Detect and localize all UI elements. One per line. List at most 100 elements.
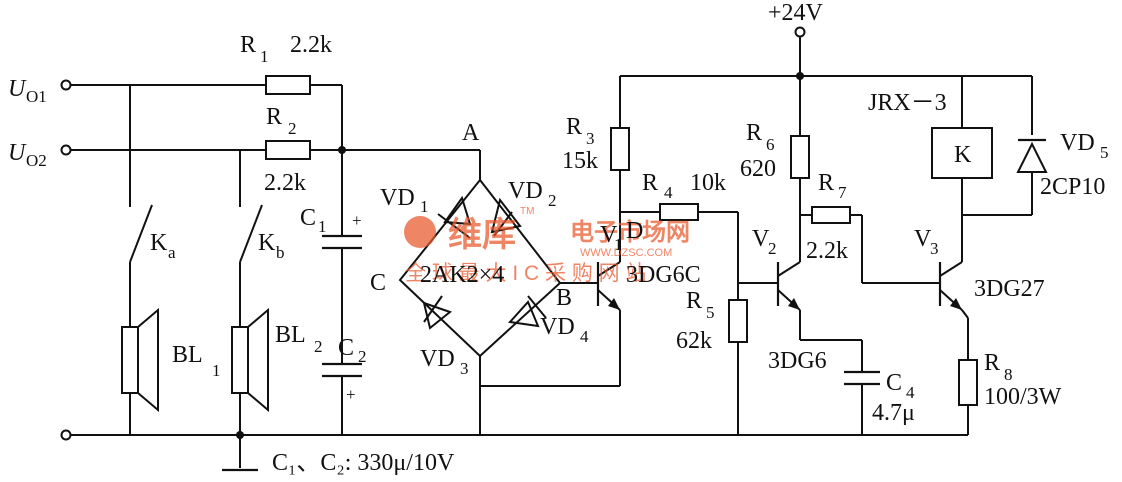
svg-text:1: 1	[318, 217, 327, 236]
switch-ka	[129, 204, 153, 263]
value-r3: 15k	[562, 148, 598, 174]
label-r5: R	[686, 288, 702, 314]
resistor-r6	[790, 135, 810, 179]
diode-vd1	[443, 195, 472, 226]
label-vd1: VD	[380, 185, 415, 211]
label-r3: R	[566, 114, 582, 140]
svg-text:WWW.DZSC.COM: WWW.DZSC.COM	[580, 247, 672, 259]
value-r4: 10k	[690, 170, 726, 196]
svg-text:1: 1	[420, 197, 429, 216]
label-v1: V	[600, 222, 618, 248]
label-bl1: BL	[172, 342, 203, 368]
svg-text:6: 6	[766, 135, 775, 154]
svg-text:2: 2	[314, 337, 323, 356]
label-vd5: VD	[1060, 130, 1095, 156]
label-c4: C	[886, 370, 902, 396]
resistor-r7	[811, 206, 851, 224]
svg-text:2: 2	[358, 347, 367, 366]
watermark-logo-icon	[404, 216, 436, 248]
svg-text:1: 1	[260, 47, 269, 66]
label-r2: R	[266, 104, 282, 130]
svg-text:2: 2	[768, 239, 777, 258]
capacitor-c4	[844, 370, 880, 386]
value-c4: 4.7μ	[872, 400, 915, 426]
node-c: C	[370, 270, 386, 296]
speaker-bl1	[121, 307, 159, 413]
svg-text:维库: 维库	[448, 216, 516, 254]
labels: U O1 U O2 R 1 2.2k R 2 2.2k K a K b BL 1…	[8, 0, 1109, 476]
label-r6: R	[746, 120, 762, 146]
svg-text:b: b	[276, 243, 285, 262]
label-r8: R	[984, 350, 1000, 376]
label-uo1: U	[8, 76, 27, 102]
value-r7: 2.2k	[806, 238, 848, 264]
svg-text:电子市场网: 电子市场网	[570, 218, 690, 246]
switch-kb	[239, 204, 263, 263]
note-c1-c2: C₁、C₂: 330μ/10V	[272, 450, 455, 476]
svg-text:4: 4	[664, 183, 673, 202]
node-b: B	[556, 285, 572, 311]
label-r1: R	[240, 32, 256, 58]
label-relay-model: JRX－3	[868, 90, 947, 116]
value-r8: 100/3W	[984, 384, 1062, 410]
svg-text:5: 5	[706, 303, 715, 322]
label-relay-coil: K	[954, 142, 972, 168]
svg-text:7: 7	[838, 183, 847, 202]
terminal-ground	[60, 429, 72, 441]
label-vd3: VD	[420, 346, 455, 372]
resistor-r4	[659, 203, 699, 221]
transistor-v3	[920, 261, 963, 311]
svg-text:3: 3	[586, 129, 595, 148]
label-vd4: VD	[540, 314, 575, 340]
svg-text:全 球 最 大 I C 采 购 网 站: 全 球 最 大 I C 采 购 网 站	[405, 262, 647, 285]
diode-vd2	[490, 197, 522, 234]
bridge-rectifier	[398, 179, 562, 358]
svg-text:4: 4	[906, 383, 915, 402]
label-r4: R	[642, 170, 658, 196]
label-bridge-type: 2AK2×4	[420, 262, 504, 288]
label-uo2: U	[8, 140, 27, 166]
type-v3: 3DG27	[974, 276, 1045, 302]
label-kb: K	[258, 230, 276, 256]
svg-text:+: +	[346, 385, 356, 404]
label-v2: V	[752, 226, 770, 252]
resistor-r2	[265, 140, 311, 160]
svg-text:2: 2	[548, 191, 557, 210]
type-v2: 3DG6	[768, 348, 827, 374]
svg-text:O1: O1	[26, 87, 47, 106]
value-r5: 62k	[676, 328, 712, 354]
label-bl2: BL	[275, 322, 306, 348]
transistor-v1	[596, 261, 621, 311]
watermark: 维库 TM 电子市场网 WWW.DZSC.COM 全 球 最 大 I C 采 购…	[404, 206, 690, 285]
type-vd5: 2CP10	[1040, 174, 1105, 200]
terminal-plus24v	[794, 26, 806, 38]
svg-text:2: 2	[288, 119, 297, 138]
resistor-r1	[265, 75, 311, 95]
svg-text:1: 1	[212, 361, 221, 380]
transistor-v2	[776, 261, 801, 311]
label-r7: R	[818, 170, 834, 196]
diode-vd4	[508, 300, 540, 328]
svg-text:O2: O2	[26, 151, 47, 170]
terminal-uo1	[60, 79, 72, 91]
value-r6: 620	[740, 156, 776, 182]
capacitor-c1	[322, 234, 362, 250]
node-d: D	[626, 218, 643, 244]
value-r2: 2.2k	[264, 170, 306, 196]
label-supply: +24V	[768, 0, 824, 26]
type-v1: 3DG6C	[626, 262, 701, 288]
svg-text:4: 4	[580, 327, 589, 346]
svg-text:3: 3	[930, 239, 939, 258]
label-ka: K	[150, 230, 168, 256]
speaker-bl2	[231, 307, 269, 413]
capacitor-c2	[322, 362, 362, 378]
diode-vd3	[422, 301, 453, 330]
terminal-uo2	[60, 144, 72, 156]
resistor-r8	[958, 359, 978, 406]
svg-text:TM: TM	[520, 206, 534, 217]
svg-text:8: 8	[1004, 365, 1013, 384]
relay-coil-k	[931, 127, 993, 179]
resistor-r3	[610, 127, 630, 171]
wiring	[60, 26, 1033, 472]
